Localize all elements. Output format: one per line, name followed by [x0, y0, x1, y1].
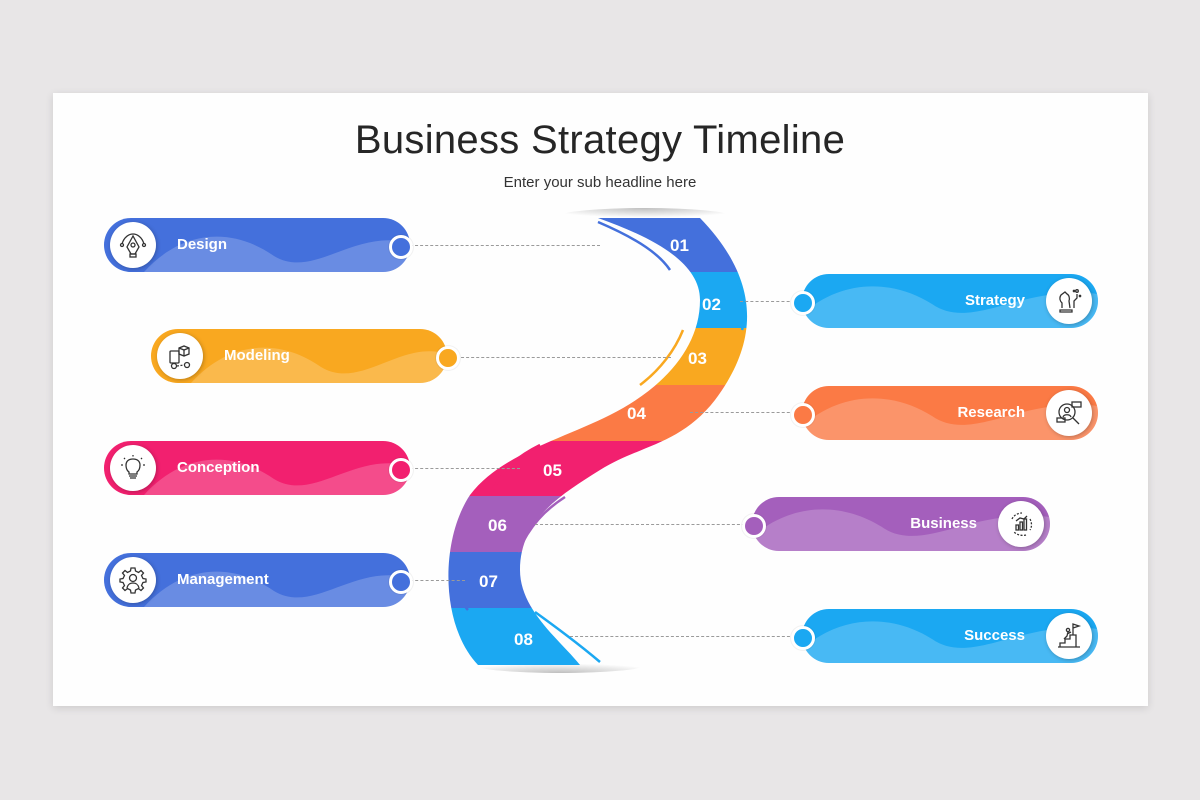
climb-flag-icon	[1046, 613, 1092, 659]
connector-dot-02	[791, 291, 815, 315]
page-title: Business Strategy Timeline	[354, 118, 846, 162]
step-label: Modeling	[224, 347, 290, 364]
step-number-07: 07	[479, 572, 498, 591]
connector-05	[410, 468, 520, 469]
step-label: Management	[177, 571, 269, 588]
connector-dot-04	[791, 403, 815, 427]
connector-04	[690, 412, 800, 413]
step-number-03: 03	[688, 349, 707, 368]
connector-dot-03	[436, 346, 460, 370]
connector-dot-01	[389, 235, 413, 259]
step-label: Success	[964, 627, 1025, 644]
step-label: Business	[910, 515, 977, 532]
connector-08	[570, 636, 800, 637]
lightbulb-icon	[110, 445, 156, 491]
growth-cycle-icon	[998, 501, 1044, 547]
step-card-research[interactable]: Research	[802, 386, 1098, 440]
step-number-01: 01	[670, 236, 689, 255]
step-card-modeling[interactable]: Modeling	[151, 329, 447, 383]
step-card-strategy[interactable]: Strategy	[802, 274, 1098, 328]
connector-07	[410, 580, 465, 581]
step-card-design[interactable]: Design	[104, 218, 410, 272]
page-subtitle: Enter your sub headline here	[503, 174, 697, 191]
step-card-conception[interactable]: Conception	[104, 441, 410, 495]
connector-dot-05	[389, 458, 413, 482]
step-card-business[interactable]: Business	[752, 497, 1050, 551]
connector-06	[535, 524, 750, 525]
step-number-08: 08	[514, 630, 533, 649]
step-label: Strategy	[964, 292, 1025, 309]
step-card-management[interactable]: Management	[104, 553, 410, 607]
step-card-success[interactable]: Success	[802, 609, 1098, 663]
segment-04	[448, 385, 748, 441]
connector-dot-07	[389, 570, 413, 594]
connector-dot-08	[791, 626, 815, 650]
chess-knight-icon	[1046, 278, 1092, 324]
gear-person-icon	[110, 557, 156, 603]
connector-dot-06	[742, 514, 766, 538]
step-number-04: 04	[627, 404, 646, 423]
step-label: Design	[177, 236, 228, 253]
step-number-05: 05	[543, 461, 562, 480]
step-label: Research	[957, 404, 1025, 421]
connector-01	[410, 245, 600, 246]
user-search-icon	[1046, 390, 1092, 436]
pen-tool-icon	[110, 222, 156, 268]
connector-02	[740, 301, 800, 302]
step-number-06: 06	[488, 516, 507, 535]
step-label: Conception	[177, 459, 260, 476]
step-number-02: 02	[702, 295, 721, 314]
connector-03	[456, 357, 671, 358]
box-model-icon	[157, 333, 203, 379]
